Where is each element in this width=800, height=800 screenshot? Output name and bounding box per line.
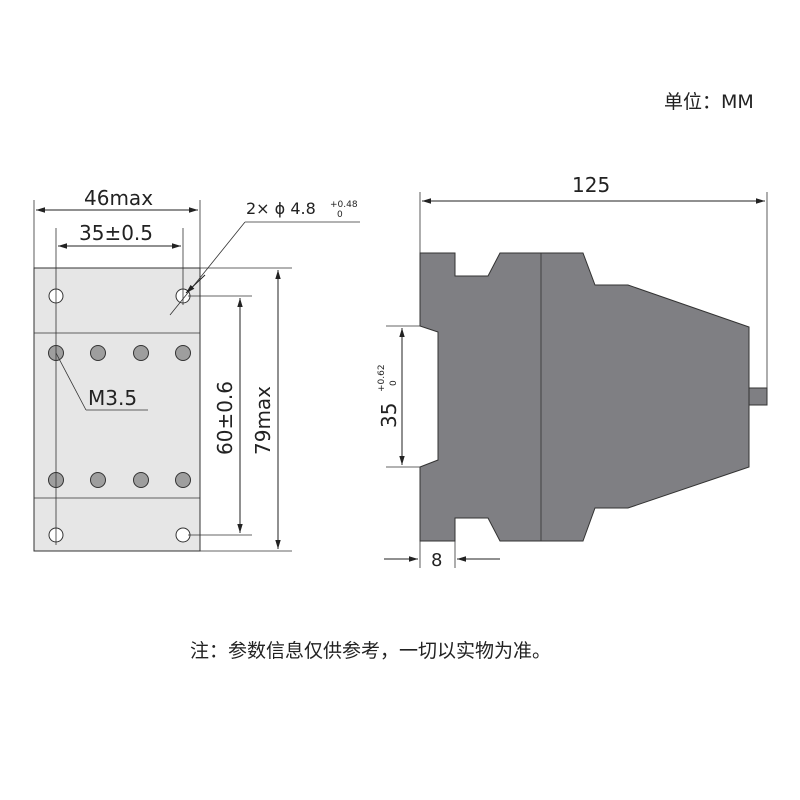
hole-tolerance-upper: +0.48: [330, 200, 358, 210]
width-label: 46max: [84, 186, 153, 210]
height-label: 79max: [251, 386, 275, 455]
rail-tolerance-lower: 0: [389, 380, 399, 386]
mounting-hole: [175, 527, 191, 543]
hole-vertical-label: 60±0.6: [213, 381, 237, 455]
terminal-screw: [133, 472, 149, 488]
hole-spacing-label: 35±0.5: [79, 221, 153, 245]
unit-label: 单位：MM: [664, 91, 754, 113]
side-view: 125 35 +0.62 0 8: [377, 173, 768, 571]
terminal-screw: [90, 472, 106, 488]
length-label: 125: [572, 173, 610, 197]
screw-label: M3.5: [88, 386, 137, 410]
coil-shaft: [748, 387, 768, 406]
terminal-screw: [133, 345, 149, 361]
rail-label: 35: [377, 403, 401, 428]
hole-leader-line: [169, 221, 246, 316]
terminal-screw: [90, 345, 106, 361]
hole-diameter-label: 2× ϕ 4.8: [246, 199, 316, 218]
terminal-screw: [175, 472, 191, 488]
terminal-screw: [175, 345, 191, 361]
front-view: 46max 35±0.5 2× ϕ 4.8 +0.48 0 M3.5 60±0.…: [33, 186, 360, 552]
offset-label: 8: [431, 550, 442, 571]
contactor-body: [419, 252, 750, 542]
rail-tolerance-upper: +0.62: [377, 364, 387, 392]
hole-tolerance-lower: 0: [337, 210, 343, 220]
screw-leader-line: [55, 352, 87, 411]
footnote: 注：参数信息仅供参考，一切以实物为准。: [190, 640, 551, 662]
front-panel: [33, 267, 201, 552]
